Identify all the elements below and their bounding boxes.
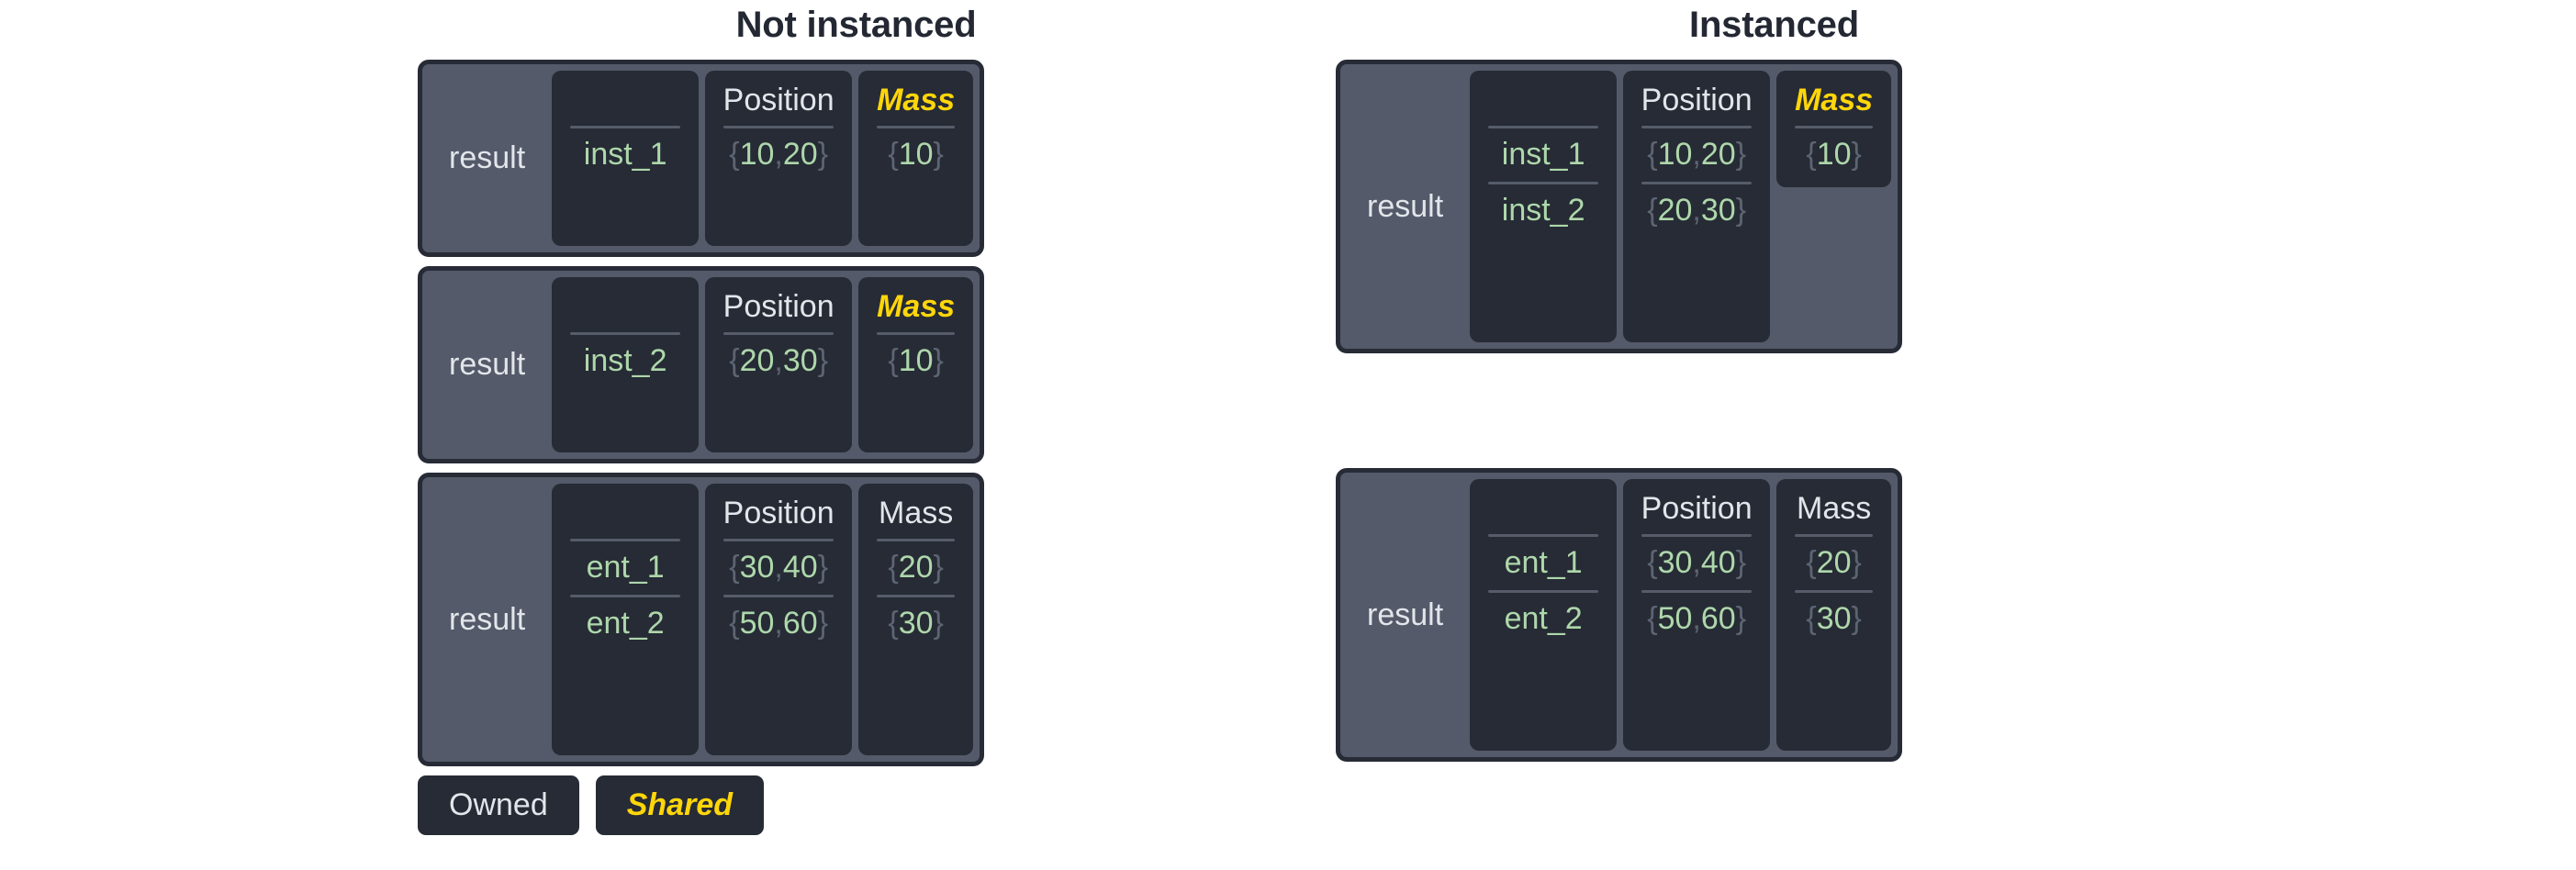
result-label: result <box>1367 597 1444 632</box>
result-block: result ent_1 ent_2 Position {30, 40} {50, 60… <box>418 473 985 766</box>
value-cell: {20, 30} <box>729 342 829 378</box>
value-cell: {20} <box>1806 544 1862 580</box>
column-card: ent_1 ent_2 <box>552 484 700 755</box>
value-cell: {50, 60} <box>729 605 829 641</box>
cell-separator <box>723 126 834 128</box>
cell-separator <box>1488 534 1599 537</box>
value-cell: ent_2 <box>586 605 665 641</box>
cell-separator <box>1795 126 1874 128</box>
column-header-position: Position <box>1641 490 1753 526</box>
column-card: Mass {10} <box>1776 71 1892 187</box>
column-header-name <box>552 489 699 537</box>
column-header-position: Position <box>722 495 834 530</box>
cell-separator <box>723 539 834 541</box>
result-block: result ent_1 ent_2 Position {30, 40} {50, 60… <box>1336 468 1903 762</box>
result-block: result inst_2 Position {20, 30} Mass {10} <box>418 266 985 463</box>
legend: Owned Shared <box>418 775 764 835</box>
column-header-name <box>1470 76 1617 124</box>
cell-separator <box>1641 590 1753 593</box>
cell-separator <box>570 126 681 128</box>
cell-separator <box>1641 182 1753 184</box>
value-cell: {10} <box>1806 136 1862 172</box>
value-cell: {30, 40} <box>1647 544 1747 580</box>
cell-separator <box>1488 126 1599 128</box>
value-cell: {20, 30} <box>1647 192 1747 228</box>
cell-separator <box>723 332 834 335</box>
column-header-mass: Mass <box>879 495 954 530</box>
column-card: inst_1 inst_2 <box>1470 71 1618 342</box>
column-header-name <box>552 76 699 124</box>
value-cell: inst_1 <box>1501 136 1585 172</box>
column-card: inst_2 <box>552 277 700 452</box>
column-title-instanced: Instanced <box>1689 5 1859 45</box>
legend-badge-owned[interactable]: Owned <box>418 775 579 835</box>
column-card: Mass {20} {30} <box>1776 479 1892 751</box>
value-cell: inst_2 <box>1501 192 1585 228</box>
column-header-position: Position <box>722 82 834 117</box>
column-card: Mass {10} <box>858 71 974 246</box>
value-cell: ent_1 <box>1504 544 1583 580</box>
column-header-name <box>1470 485 1617 532</box>
column-header-mass: Mass <box>1797 490 1872 526</box>
column-card: Position {30, 40} {50, 60} <box>1623 479 1771 751</box>
value-cell: {50, 60} <box>1647 600 1747 636</box>
cell-separator <box>570 539 681 541</box>
cell-separator <box>877 332 956 335</box>
cell-separator <box>1641 534 1753 537</box>
column-header-position: Position <box>1641 82 1753 117</box>
cell-separator <box>1795 590 1874 593</box>
value-cell: ent_2 <box>1504 600 1583 636</box>
column-card: ent_1 ent_2 <box>1470 479 1618 751</box>
cell-separator <box>1488 182 1599 184</box>
cell-separator <box>723 595 834 597</box>
column-card: Mass {20} {30} <box>858 484 974 755</box>
cell-separator <box>877 595 956 597</box>
result-label: result <box>1367 188 1444 224</box>
value-cell: {30} <box>888 605 944 641</box>
value-cell: inst_1 <box>583 136 667 172</box>
column-header-mass: Mass <box>1795 82 1874 117</box>
cell-separator <box>1641 126 1753 128</box>
cell-separator <box>1488 590 1599 593</box>
column-header-position: Position <box>722 288 834 324</box>
result-label: result <box>449 140 526 175</box>
cell-separator <box>1795 534 1874 537</box>
column-card: Mass {10} <box>858 277 974 452</box>
value-cell: {10} <box>888 342 944 378</box>
result-label: result <box>449 601 526 637</box>
result-block: result inst_1 Position {10, 20} Mass {10} <box>418 60 985 257</box>
value-cell: {10, 20} <box>1647 136 1747 172</box>
column-card: inst_1 <box>552 71 700 246</box>
value-cell: {30, 40} <box>729 549 829 585</box>
column-card: Position {20, 30} <box>705 277 853 452</box>
cell-separator <box>570 595 681 597</box>
result-label: result <box>449 347 526 382</box>
value-cell: {10} <box>888 136 944 172</box>
value-cell: inst_2 <box>583 342 667 378</box>
column-card: Position {30, 40} {50, 60} <box>705 484 853 755</box>
column-header-mass: Mass <box>877 288 956 324</box>
value-cell: {30} <box>1806 600 1862 636</box>
column-header-mass: Mass <box>877 82 956 117</box>
cell-separator <box>877 126 956 128</box>
value-cell: {20} <box>888 549 944 585</box>
value-cell: ent_1 <box>586 549 665 585</box>
legend-badge-shared[interactable]: Shared <box>595 775 764 835</box>
value-cell: {10, 20} <box>729 136 829 172</box>
cell-separator <box>570 332 681 335</box>
column-header-name <box>552 283 699 330</box>
column-title-not-instanced: Not instanced <box>735 5 977 45</box>
cell-separator <box>877 539 956 541</box>
result-block: result inst_1 inst_2 Position {10, 20} {20, … <box>1336 60 1903 353</box>
column-card: Position {10, 20} <box>705 71 853 246</box>
column-card: Position {10, 20} {20, 30} <box>1623 71 1771 342</box>
